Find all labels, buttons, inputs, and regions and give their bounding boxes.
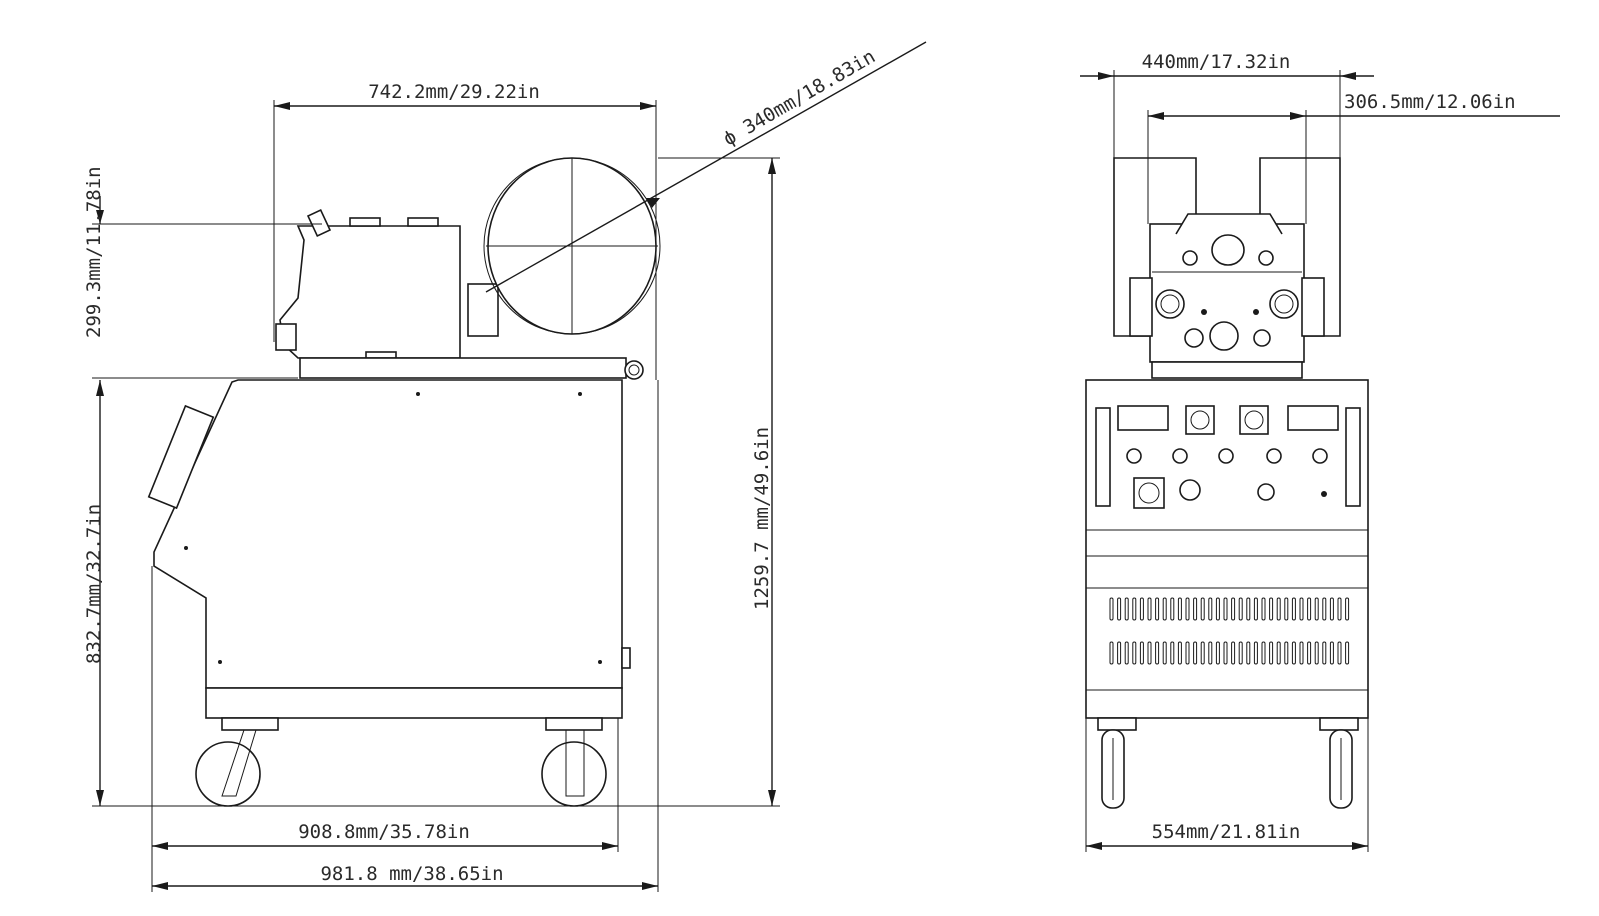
vent-slot <box>1253 597 1258 621</box>
vent-slot <box>1322 597 1327 621</box>
vent-slot <box>1253 641 1258 665</box>
vent-slot <box>1139 597 1144 621</box>
vent-slot <box>1291 597 1296 621</box>
vent-slot <box>1147 597 1152 621</box>
vent-slot <box>1307 641 1312 665</box>
vent-slot <box>1345 597 1350 621</box>
vent-slot <box>1337 597 1342 621</box>
vent-slot <box>1109 641 1114 665</box>
vent-slot <box>1208 641 1213 665</box>
vent-slot <box>1329 597 1334 621</box>
vent-slot <box>1132 641 1137 665</box>
vent-slot <box>1109 597 1114 621</box>
front-view: 440mm/17.32in 306.5mm/12.06in 554mm/21.8… <box>1080 51 1560 852</box>
vent-slot <box>1124 641 1129 665</box>
vent-slot <box>1117 641 1122 665</box>
vent-slot <box>1329 641 1334 665</box>
vent-slot <box>1185 641 1190 665</box>
vent-slot <box>1155 597 1160 621</box>
dimension-base-height: 832.7mm/32.7in <box>83 380 780 807</box>
vent-slot <box>1231 641 1236 665</box>
vent-slot <box>1269 597 1274 621</box>
ventilation-grille <box>1109 597 1350 665</box>
vent-slot <box>1291 641 1296 665</box>
vent-slot <box>1337 641 1342 665</box>
vent-slot <box>1155 641 1160 665</box>
vent-slot <box>1193 641 1198 665</box>
vent-slot <box>1200 597 1205 621</box>
vent-slot <box>1162 641 1167 665</box>
vent-slot <box>1170 597 1175 621</box>
label-top-length: 742.2mm/29.22in <box>368 81 540 103</box>
label-total-height: 1259.7 mm/49.6in <box>751 427 773 610</box>
wire-reel <box>483 157 661 335</box>
dimension-top-length: 742.2mm/29.22in <box>273 81 657 380</box>
vent-slot <box>1147 641 1152 665</box>
vent-slot <box>1238 641 1243 665</box>
vent-slot <box>1276 641 1281 665</box>
label-total-length: 981.8 mm/38.65in <box>320 863 503 885</box>
power-source-body-side <box>147 379 631 719</box>
dimension-base-width: 554mm/21.81in <box>1085 718 1369 852</box>
label-base-length: 908.8mm/35.78in <box>298 821 470 843</box>
dimension-total-length: 981.8 mm/38.65in <box>152 380 659 892</box>
vent-slot <box>1307 597 1312 621</box>
dimension-feeder-height: 299.3mm/11.78in <box>83 166 322 379</box>
vent-slot <box>1208 597 1213 621</box>
vent-slot <box>1215 597 1220 621</box>
dimension-base-length: 908.8mm/35.78in <box>151 566 619 892</box>
vent-slot <box>1261 597 1266 621</box>
vent-slot <box>1132 597 1137 621</box>
label-base-width: 554mm/21.81in <box>1152 821 1301 843</box>
label-feeder-width: 440mm/17.32in <box>1142 51 1291 73</box>
vent-slot <box>1124 597 1129 621</box>
vent-slot <box>1246 597 1251 621</box>
vent-slot <box>1299 641 1304 665</box>
vent-slot <box>1314 597 1319 621</box>
vent-slot <box>1284 641 1289 665</box>
vent-slot <box>1276 597 1281 621</box>
side-view: 742.2mm/29.22in ϕ 340mm/18.83in 299.3mm/… <box>83 41 927 892</box>
vent-slot <box>1223 597 1228 621</box>
dimension-total-height: 1259.7 mm/49.6in <box>658 157 780 806</box>
vent-slot <box>1162 597 1167 621</box>
wire-feeder-front <box>1129 213 1325 379</box>
wire-feeder-side <box>275 209 644 380</box>
vent-slot <box>1177 597 1182 621</box>
vent-slot <box>1170 641 1175 665</box>
vent-slot <box>1185 597 1190 621</box>
label-inner-width: 306.5mm/12.06in <box>1344 91 1516 113</box>
vent-slot <box>1177 641 1182 665</box>
vent-slot <box>1269 641 1274 665</box>
vent-slot <box>1261 641 1266 665</box>
vent-slot <box>1284 597 1289 621</box>
caster-wheels-front <box>1097 717 1359 809</box>
vent-slot <box>1193 597 1198 621</box>
vent-slot <box>1345 641 1350 665</box>
vent-slot <box>1322 641 1327 665</box>
vent-slot <box>1246 641 1251 665</box>
vent-slot <box>1231 597 1236 621</box>
vent-slot <box>1200 641 1205 665</box>
caster-wheels-side <box>195 717 607 807</box>
label-base-height: 832.7mm/32.7in <box>83 504 105 664</box>
vent-slot <box>1314 641 1319 665</box>
label-reel-diameter: ϕ 340mm/18.83in <box>720 45 880 150</box>
vent-slot <box>1238 597 1243 621</box>
vent-slot <box>1139 641 1144 665</box>
label-feeder-height: 299.3mm/11.78in <box>83 166 105 338</box>
dimension-inner-width: 306.5mm/12.06in <box>1147 91 1560 224</box>
dimension-feeder-width: 440mm/17.32in <box>1080 51 1374 158</box>
vent-slot <box>1215 641 1220 665</box>
vent-slot <box>1223 641 1228 665</box>
vent-slot <box>1117 597 1122 621</box>
power-source-body-front <box>1085 379 1369 719</box>
vent-slot <box>1299 597 1304 621</box>
